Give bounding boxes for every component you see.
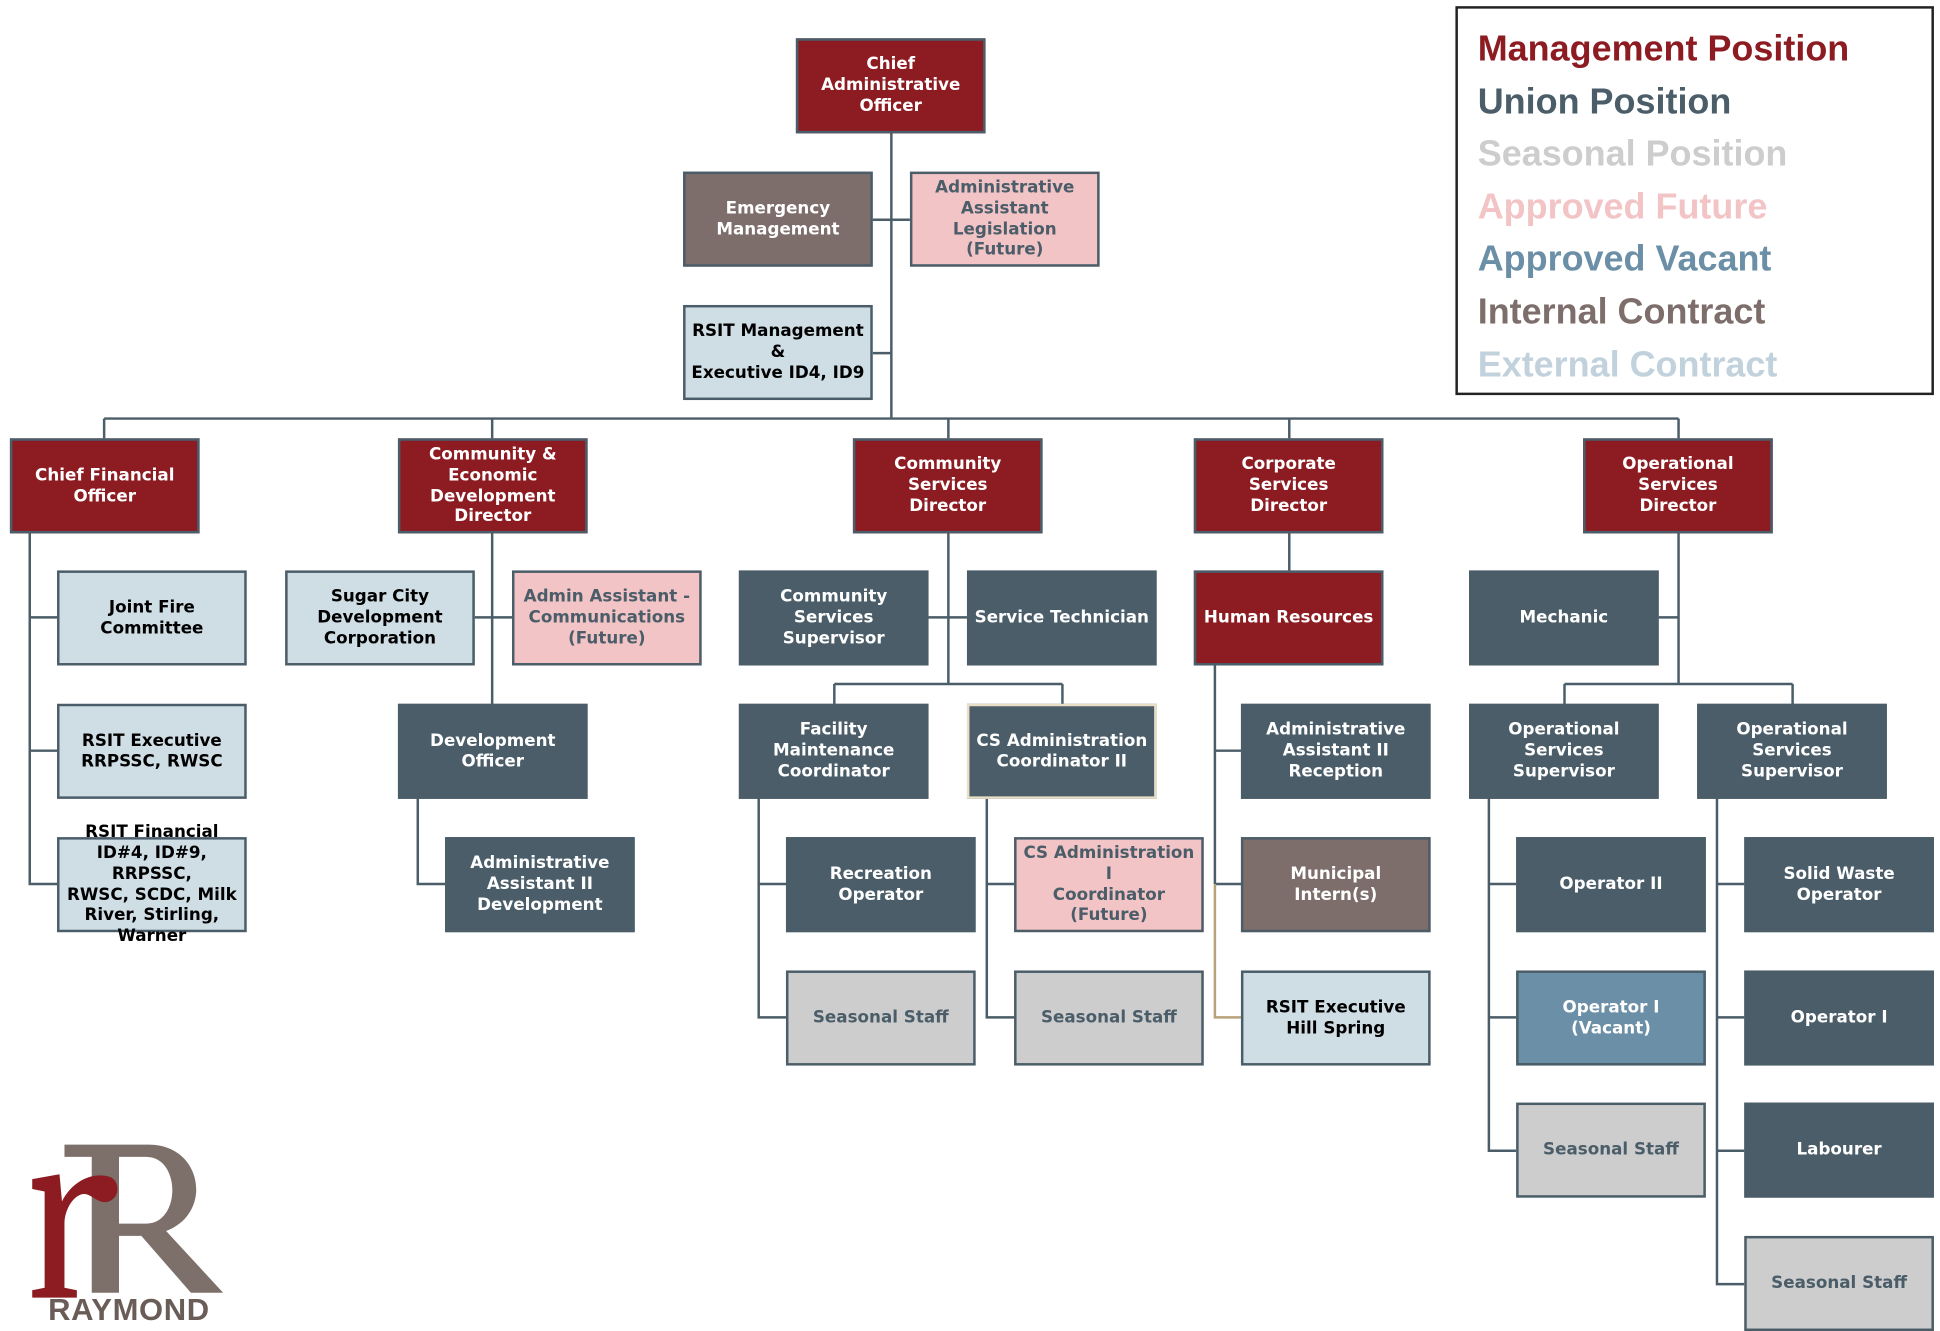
community-economic-development-director: Community & Economic Development Directo… [397,438,588,534]
legend-management: Management Position [1477,29,1850,70]
legend-union: Union Position [1477,82,1732,122]
corporate-services-director: Corporate Services Director [1193,438,1384,534]
admin-assistant-communications: Admin Assistant - Communications (Future… [511,570,702,666]
service-technician: Service Technician [966,570,1157,666]
rsit-financial: RSIT Financial ID#4, ID#9, RRPSSC, RWSC,… [57,822,247,946]
raymond-logo [32,1144,224,1298]
operational-services-director: Operational Services Director [1583,438,1773,534]
community-services-supervisor: Community Services Supervisor [738,570,929,666]
joint-fire-committee: Joint Fire Committee [57,570,247,666]
administrative-assistant-development: Administrative Assistant II Development [445,837,635,933]
legend-internal: Internal Contract [1477,292,1766,333]
community-services-director: Community Services Director [852,438,1043,534]
emergency-management: Emergency Management [683,171,873,267]
rsit-executive-rrpssc-rwsc: RSIT Executive RRPSSC, RWSC [57,703,247,799]
recreation-operator: Recreation Operator [785,837,976,933]
solid-waste-operator: Solid Waste Operator [1744,837,1934,933]
facility-maintenance-coordinator: Facility Maintenance Coordinator [738,703,929,799]
operational-services-supervisor-1: Operational Services Supervisor [1469,703,1659,799]
chief-financial-officer: Chief Financial Officer [9,438,200,534]
development-officer: Development Officer [397,703,588,799]
legend-future: Approved Future [1477,187,1768,227]
operator-i-vacant: Operator I (Vacant) [1516,970,1706,1066]
raymond-wordmark: RAYMOND [48,1292,210,1328]
seasonal-staff-cs-admin: Seasonal Staff [1014,970,1204,1066]
administrative-assistant-reception: Administrative Assistant II Reception [1240,703,1431,799]
seasonal-staff-operations: Seasonal Staff [1516,1102,1706,1198]
municipal-interns: Municipal Intern(s) [1240,837,1431,933]
human-resources: Human Resources [1193,570,1384,666]
rsit-executive-hill-spring: RSIT Executive Hill Spring [1240,970,1431,1066]
legend-vacant: Approved Vacant [1477,239,1772,280]
labourer: Labourer [1744,1102,1934,1198]
legend-external: External Contract [1477,345,1778,385]
seasonal-staff-recreation: Seasonal Staff [785,970,976,1066]
chief-administrative-officer: Chief Administrative Officer [795,38,986,134]
cs-administration-coordinator-i: CS Administration I Coordinator (Future) [1014,837,1204,933]
mechanic: Mechanic [1469,570,1659,666]
operator-i: Operator I [1744,970,1934,1066]
operational-services-supervisor-2: Operational Services Supervisor [1697,703,1887,799]
legend: Management Position Union Position Seaso… [1455,6,1934,396]
cs-administration-coordinator-ii: CS Administration Coordinator II [966,703,1157,799]
operator-ii: Operator II [1516,837,1706,933]
administrative-assistant-legislation: Administrative Assistant Legislation (Fu… [909,171,1100,267]
legend-seasonal: Seasonal Position [1477,134,1788,175]
rsit-management-executive: RSIT Management & Executive ID4, ID9 [683,304,873,401]
sugar-city-development-corporation: Sugar City Development Corporation [285,570,475,666]
seasonal-staff-solid-waste: Seasonal Staff [1744,1235,1934,1331]
